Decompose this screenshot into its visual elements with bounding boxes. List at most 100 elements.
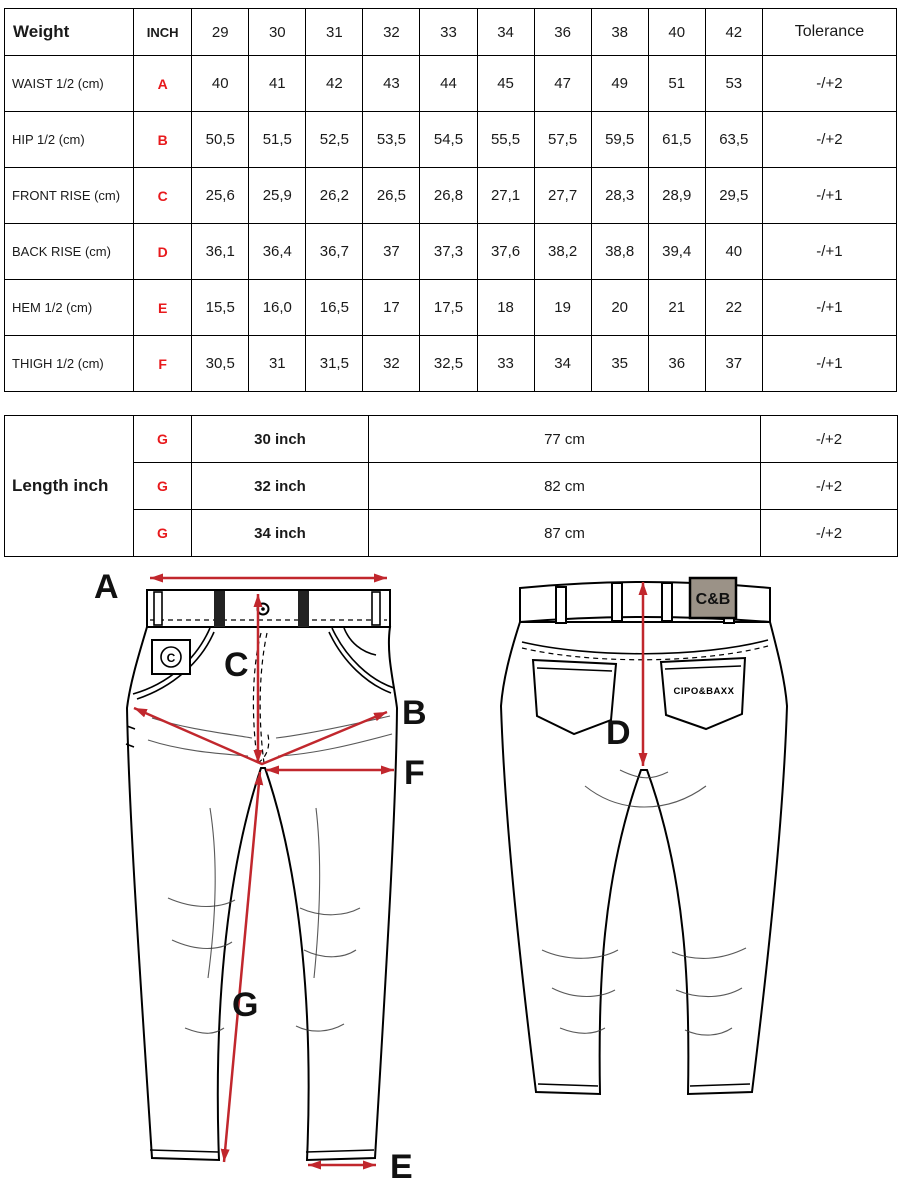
size-value: 31 <box>248 335 307 392</box>
size-value: 30,5 <box>191 335 250 392</box>
length-row: G 34 inch 87 cm -/+2 <box>5 509 898 557</box>
size-value: 31,5 <box>305 335 364 392</box>
size-value: 43 <box>362 55 421 112</box>
back-hem-stitch-right <box>689 1083 751 1087</box>
size-value: 52,5 <box>305 111 364 168</box>
back-brand-patch: C&B <box>688 576 738 620</box>
back-hem-stitch-left <box>537 1083 599 1087</box>
measure-label-b: B <box>402 694 427 732</box>
measurement-diagram: C <box>0 558 900 1200</box>
size-value: 17 <box>362 279 421 336</box>
size-value: 61,5 <box>647 111 706 168</box>
brand-emblem-icon <box>160 646 182 668</box>
back-patch-text: C&B <box>696 591 731 608</box>
measure-arrow-b <box>133 706 388 766</box>
size-value: 15,5 <box>191 279 250 336</box>
size-value: 32 <box>362 335 421 392</box>
back-pocket-brand-text: CIPO&BAXX <box>674 686 735 697</box>
size-table-header-row: Weight INCH 29 30 31 32 33 34 36 38 40 4… <box>3 8 898 56</box>
size-value: 26,2 <box>305 167 364 224</box>
table-row-thigh: THIGH 1/2 (cm) F 30,5 31 31,5 32 32,5 33… <box>3 335 898 392</box>
front-jeans-outline <box>125 626 399 1162</box>
length-inch: 34 inch <box>191 509 369 557</box>
measure-code: B <box>133 111 193 168</box>
size-value: 59,5 <box>590 111 649 168</box>
size-value: 51 <box>647 55 706 112</box>
coin-pocket <box>343 627 377 656</box>
measure-label-g: G <box>232 986 258 1024</box>
inch-header: INCH <box>133 8 193 56</box>
size-value: 44 <box>419 55 478 112</box>
size-value: 36,1 <box>191 223 250 280</box>
front-belt-loops <box>153 591 381 627</box>
measure-code: F <box>133 335 193 392</box>
size-value: 21 <box>647 279 706 336</box>
size-value: 19 <box>533 279 592 336</box>
jeans-measurement-svg: C <box>94 568 789 1186</box>
measure-label-e: E <box>390 1148 413 1186</box>
length-cm: 87 cm <box>368 509 761 557</box>
size-col-header: 33 <box>419 8 478 56</box>
row-label: FRONT RISE (cm) <box>3 167 135 224</box>
size-value: 37,6 <box>476 223 535 280</box>
measure-label-c: C <box>224 646 249 684</box>
tolerance-value: -/+2 <box>760 509 898 557</box>
length-cm: 77 cm <box>368 415 761 463</box>
size-value: 40 <box>704 223 763 280</box>
size-value: 26,8 <box>419 167 478 224</box>
table-row-hem: HEM 1/2 (cm) E 15,5 16,0 16,5 17 17,5 18… <box>3 279 898 336</box>
size-value: 57,5 <box>533 111 592 168</box>
size-value: 18 <box>476 279 535 336</box>
measure-arrow-g <box>220 771 264 1163</box>
waist-button-center <box>261 607 265 611</box>
front-hem-stitch-left <box>149 1149 219 1153</box>
size-value: 53 <box>704 55 763 112</box>
weight-header: Weight <box>3 8 135 56</box>
size-col-header: 42 <box>704 8 763 56</box>
size-value: 36,4 <box>248 223 307 280</box>
size-value: 42 <box>305 55 364 112</box>
row-label: THIGH 1/2 (cm) <box>3 335 135 392</box>
measure-label-a: A <box>94 568 119 606</box>
size-value: 17,5 <box>419 279 478 336</box>
size-value: 37 <box>704 335 763 392</box>
size-value: 27,1 <box>476 167 535 224</box>
row-label: WAIST 1/2 (cm) <box>3 55 135 112</box>
row-label: HIP 1/2 (cm) <box>3 111 135 168</box>
size-value: 32,5 <box>419 335 478 392</box>
measure-code: A <box>133 55 193 112</box>
size-value: 35 <box>590 335 649 392</box>
length-label: Length inch <box>4 415 134 557</box>
size-table: Weight INCH 29 30 31 32 33 34 36 38 40 4… <box>3 8 898 392</box>
back-pockets: CIPO&BAXX <box>531 656 747 736</box>
size-value: 20 <box>590 279 649 336</box>
measure-label-f: F <box>404 754 425 792</box>
size-value: 47 <box>533 55 592 112</box>
size-value: 26,5 <box>362 167 421 224</box>
tolerance-header: Tolerance <box>761 8 898 56</box>
length-cm: 82 cm <box>368 462 761 510</box>
size-value: 28,3 <box>590 167 649 224</box>
length-inch: 30 inch <box>191 415 369 463</box>
size-value: 38,2 <box>533 223 592 280</box>
measure-code: E <box>133 279 193 336</box>
size-col-header: 30 <box>248 8 307 56</box>
back-yoke-stitch <box>521 645 769 661</box>
size-value: 50,5 <box>191 111 250 168</box>
table-row-hip: HIP 1/2 (cm) B 50,5 51,5 52,5 53,5 54,5 … <box>3 111 898 168</box>
tolerance-value: -/+1 <box>761 279 898 336</box>
size-value: 54,5 <box>419 111 478 168</box>
table-row-waist: WAIST 1/2 (cm) A 40 41 42 43 44 45 47 49… <box>3 55 898 112</box>
measure-code: D <box>133 223 193 280</box>
size-value: 53,5 <box>362 111 421 168</box>
size-value: 39,4 <box>647 223 706 280</box>
row-label: HEM 1/2 (cm) <box>3 279 135 336</box>
tolerance-value: -/+1 <box>761 223 898 280</box>
size-value: 37 <box>362 223 421 280</box>
tolerance-value: -/+2 <box>761 111 898 168</box>
size-col-header: 34 <box>476 8 535 56</box>
size-value: 33 <box>476 335 535 392</box>
front-hem-stitch-right <box>305 1149 375 1153</box>
tolerance-value: -/+2 <box>760 415 898 463</box>
size-value: 45 <box>476 55 535 112</box>
